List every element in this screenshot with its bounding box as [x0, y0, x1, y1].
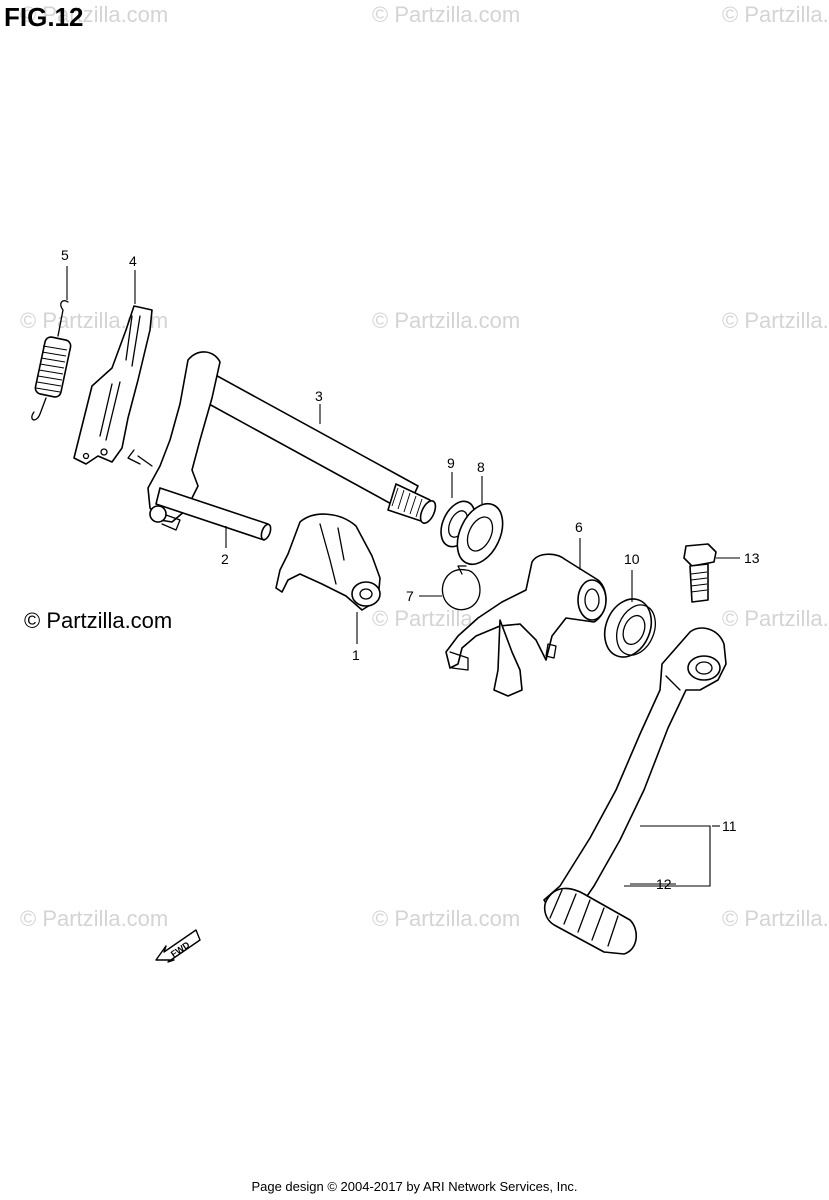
part-8-oil-seal — [456, 502, 504, 566]
callout-9: 9 — [447, 455, 455, 471]
watermark-text: © Partzilla.com — [372, 2, 520, 27]
callout-2: 2 — [221, 551, 229, 567]
part-10-bearing — [603, 598, 656, 658]
callout-6: 6 — [575, 519, 583, 535]
part-7-snap-ring — [441, 565, 481, 611]
callout-labels: 5 4 3 2 1 9 8 7 6 10 13 11 12 — [61, 247, 760, 892]
callout-13: 13 — [744, 550, 760, 566]
watermark-text: © Partzilla.com — [722, 308, 829, 333]
watermark-text: © Partzilla.com — [20, 2, 168, 27]
leader-lines — [66, 266, 740, 887]
callout-11: 11 — [722, 818, 737, 834]
figure-title: FIG.12 — [4, 2, 84, 32]
callout-8: 8 — [477, 459, 485, 475]
watermark-text: © Partzilla.com — [20, 906, 168, 931]
callout-3: 3 — [315, 388, 323, 404]
callout-12: 12 — [656, 876, 672, 892]
callout-1: 1 — [352, 647, 360, 663]
callout-7: 7 — [406, 588, 414, 604]
watermark-text: © Partzilla.com — [722, 906, 829, 931]
fwd-arrow-icon: FWD — [155, 929, 201, 963]
callout-10: 10 — [624, 551, 640, 567]
watermark-text: © Partzilla.com — [722, 606, 829, 631]
callout-4: 4 — [129, 253, 137, 269]
part-6-shift-fork — [445, 553, 607, 697]
part-3-shift-shaft — [127, 351, 437, 541]
watermark-layer: © Partzilla.com © Partzilla.com © Partzi… — [20, 2, 829, 931]
callout-5: 5 — [61, 247, 69, 263]
part-13-bolt — [683, 543, 717, 603]
part-5-spring — [31, 300, 72, 421]
part-1-shift-cam — [275, 513, 381, 611]
part-12-lever-rubber — [543, 887, 637, 955]
page-footer: Page design © 2004-2017 by ARI Network S… — [251, 1179, 578, 1194]
watermark-text: © Partzilla.com — [722, 2, 829, 27]
part-11-shift-lever — [543, 627, 727, 917]
copyright-notice: © Partzilla.com — [24, 608, 173, 633]
watermark-text: © Partzilla.com — [372, 906, 520, 931]
watermark-text: © Partzilla.com — [372, 308, 520, 333]
part-4-plate — [73, 305, 153, 465]
